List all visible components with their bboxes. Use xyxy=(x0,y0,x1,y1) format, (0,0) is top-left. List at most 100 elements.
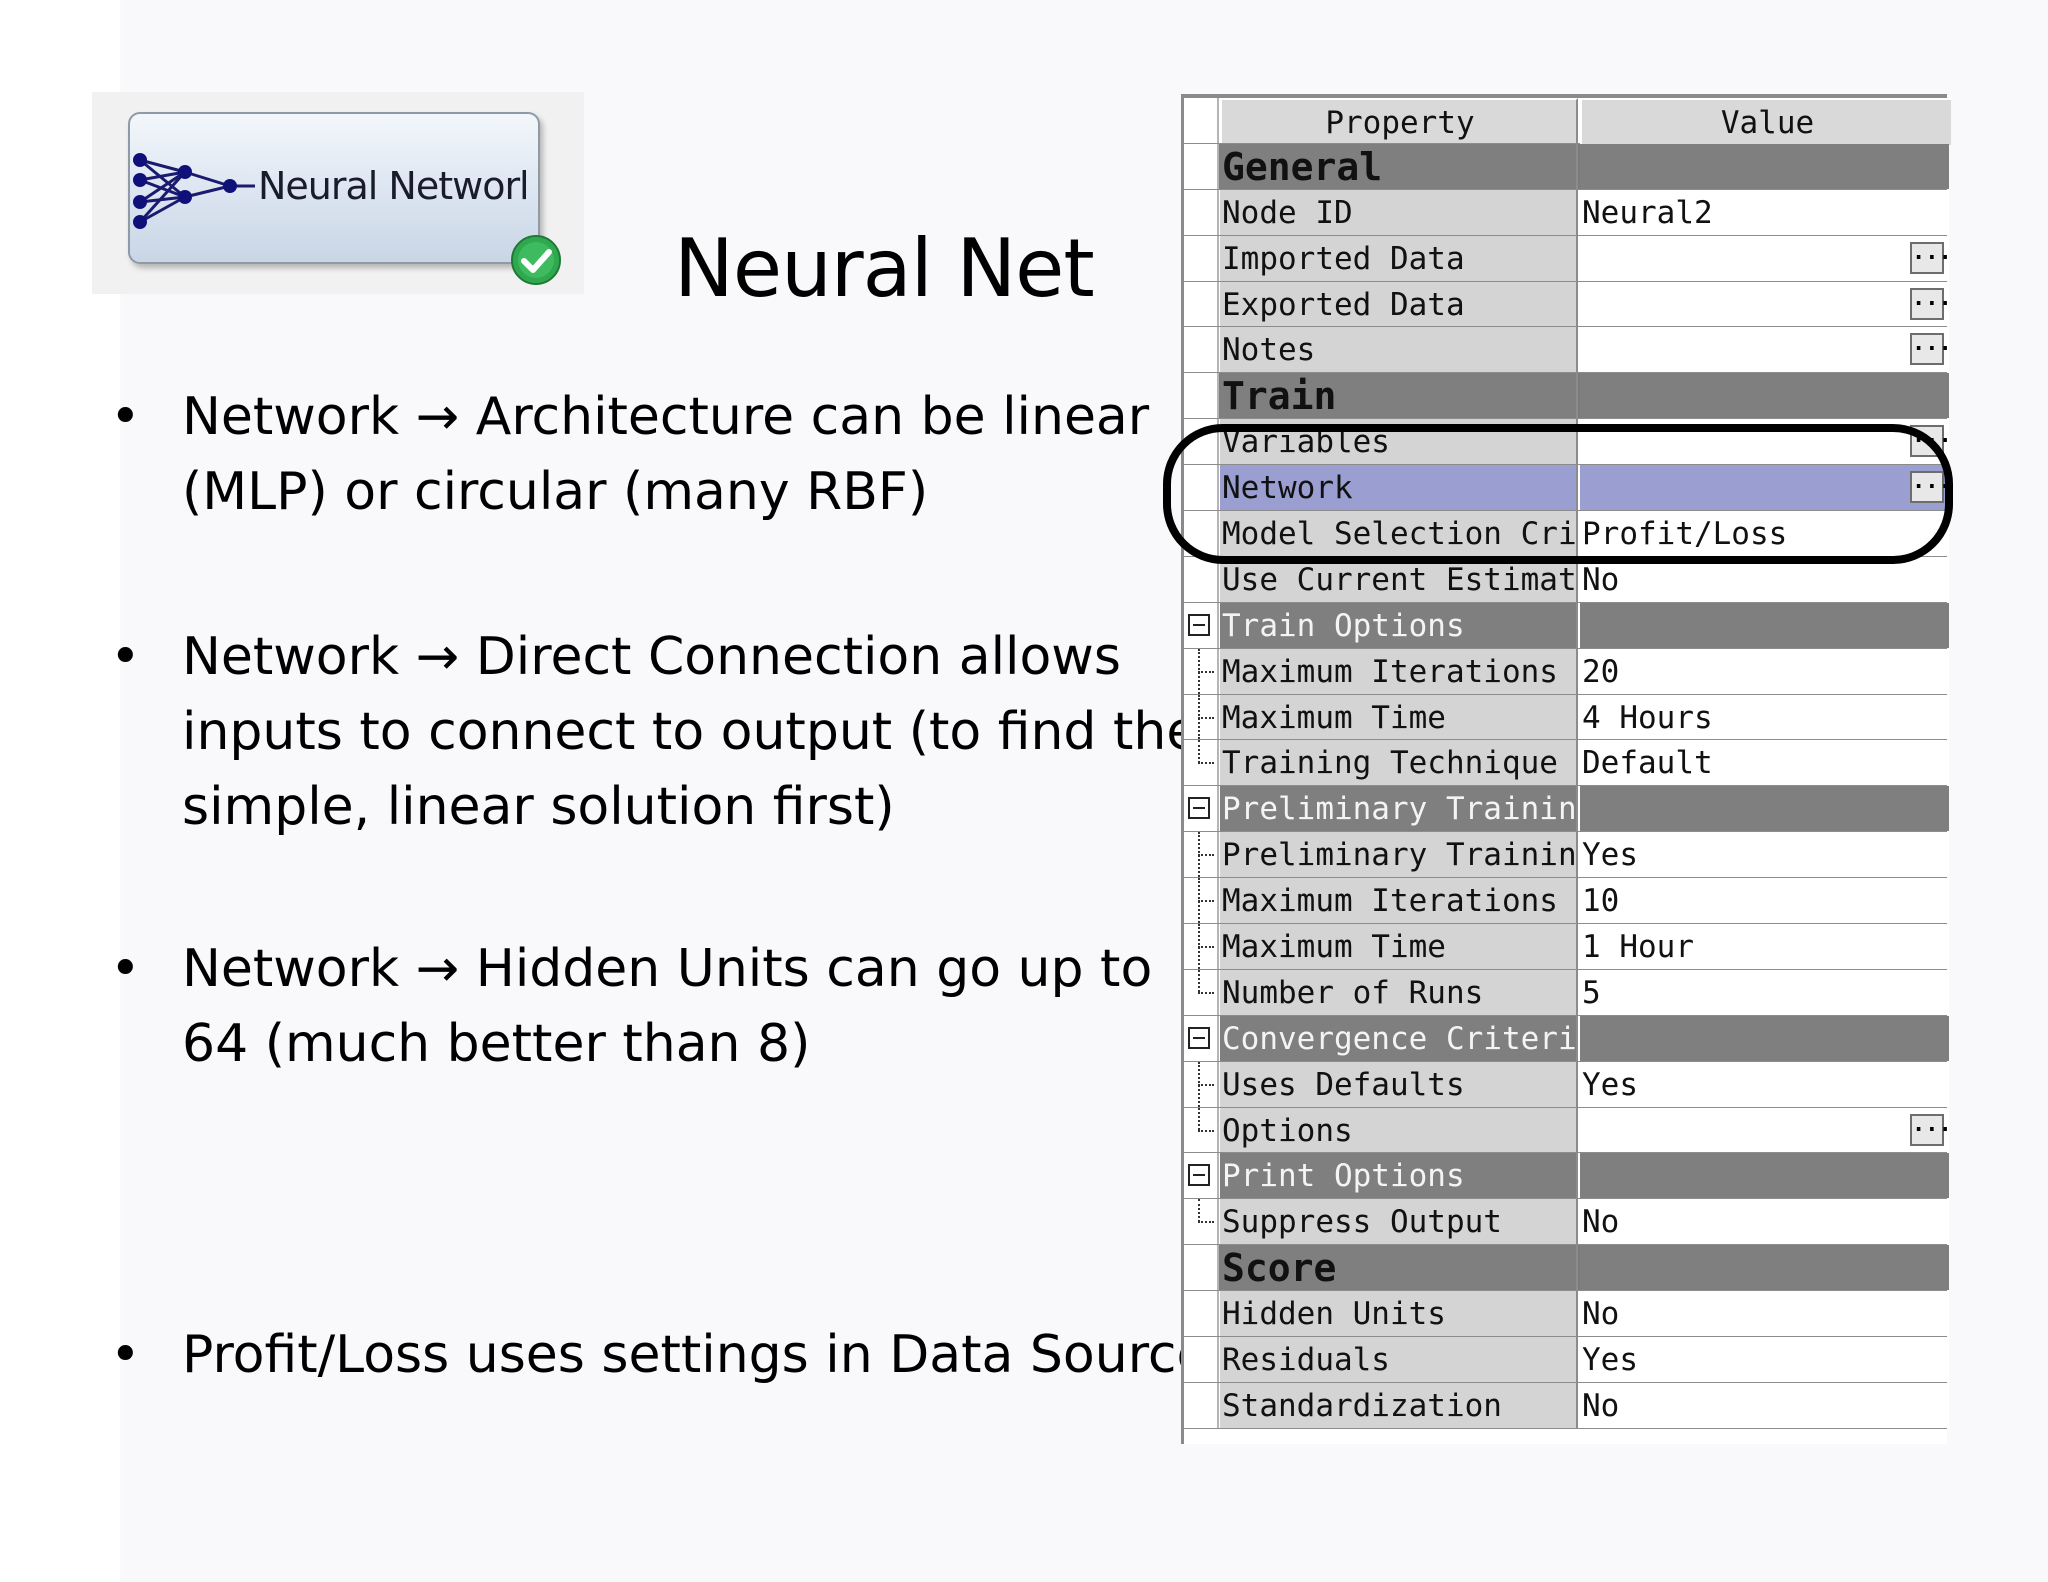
grid-gutter xyxy=(1184,1107,1219,1153)
property-row[interactable]: Model Selection CriteriProfit/Loss xyxy=(1184,511,1949,557)
property-value[interactable] xyxy=(1580,281,1949,327)
tree-line xyxy=(1198,1199,1212,1222)
property-value[interactable]: No xyxy=(1580,1382,1949,1428)
bullet-line: inputs to connect to output (to find the xyxy=(182,702,1199,762)
property-name: Convergence Criteria xyxy=(1220,1015,1578,1061)
property-name: Exported Data xyxy=(1220,281,1578,327)
property-value[interactable] xyxy=(1580,419,1949,465)
neural-network-icon xyxy=(133,153,255,229)
property-value[interactable]: 20 xyxy=(1580,648,1949,694)
property-value[interactable]: 5 xyxy=(1580,969,1949,1015)
collapse-icon[interactable] xyxy=(1188,1026,1210,1049)
property-value[interactable]: Yes xyxy=(1580,1337,1949,1382)
property-group-row[interactable]: Train Options xyxy=(1184,602,1949,649)
property-value[interactable]: Profit/Loss xyxy=(1580,511,1949,556)
property-grid-header: Property Value xyxy=(1184,98,1951,145)
bullet-line: Network → Hidden Units can go up to xyxy=(182,939,1153,999)
property-value xyxy=(1580,786,1949,832)
property-name: Maximum Iterations xyxy=(1220,648,1578,694)
property-name: Score xyxy=(1220,1245,1578,1291)
property-value[interactable]: Default xyxy=(1580,740,1949,786)
property-value[interactable] xyxy=(1580,235,1949,281)
property-value xyxy=(1580,143,1949,189)
property-value[interactable] xyxy=(1580,1107,1949,1153)
property-value[interactable] xyxy=(1580,327,1949,373)
property-value[interactable]: No xyxy=(1580,1199,1949,1245)
property-value[interactable]: 10 xyxy=(1580,878,1949,924)
property-name: Suppress Output xyxy=(1220,1199,1578,1245)
neural-network-node[interactable]: Neural Network xyxy=(128,112,540,264)
property-value xyxy=(1580,602,1949,648)
grid-gutter xyxy=(1184,1382,1219,1428)
property-name: Residuals xyxy=(1220,1337,1578,1382)
property-name: Imported Data xyxy=(1220,235,1578,281)
bullet-line: Network → Direct Connection allows xyxy=(182,627,1121,687)
property-name: Standardization xyxy=(1220,1382,1578,1428)
tree-line xyxy=(1198,969,1212,993)
property-row[interactable]: Notes... xyxy=(1184,327,1952,374)
property-group-row[interactable]: Preliminary Training Op xyxy=(1184,786,1949,833)
ellipsis-button[interactable]: ... xyxy=(1910,287,1952,320)
grid-gutter xyxy=(1184,1291,1219,1337)
property-row[interactable]: Network... xyxy=(1184,465,1952,512)
value-column-header[interactable]: Value xyxy=(1580,98,1951,145)
grid-gutter xyxy=(1184,694,1219,740)
property-value[interactable]: 1 Hour xyxy=(1580,924,1949,969)
ellipsis-button[interactable]: ... xyxy=(1910,333,1952,366)
property-section-row[interactable]: General xyxy=(1184,143,1949,190)
ellipsis-button[interactable]: ... xyxy=(1910,1113,1952,1146)
property-section-row[interactable]: Score xyxy=(1184,1245,1949,1292)
property-value[interactable]: 4 Hours xyxy=(1580,694,1949,740)
collapse-icon[interactable] xyxy=(1188,613,1210,636)
grid-gutter xyxy=(1184,1245,1219,1291)
bullet-dot: • xyxy=(110,627,141,687)
grid-gutter xyxy=(1184,465,1219,511)
property-value[interactable]: No xyxy=(1580,1291,1949,1337)
collapse-icon[interactable] xyxy=(1188,797,1210,820)
grid-gutter xyxy=(1184,1015,1219,1061)
property-name: Maximum Time xyxy=(1220,694,1578,740)
property-row[interactable]: Imported Data... xyxy=(1184,235,1952,282)
property-group-row[interactable]: Print Options xyxy=(1184,1153,1949,1200)
property-name: Model Selection Criteri xyxy=(1220,511,1578,556)
property-value[interactable] xyxy=(1580,465,1949,511)
property-row[interactable]: Variables... xyxy=(1184,419,1952,466)
property-row[interactable]: Options... xyxy=(1184,1107,1952,1154)
collapse-icon[interactable] xyxy=(1188,1164,1210,1187)
tree-branch xyxy=(1198,1129,1214,1132)
ellipsis-button[interactable]: ... xyxy=(1910,425,1952,458)
property-value[interactable]: Neural2 xyxy=(1580,189,1949,235)
bullet-dot: • xyxy=(110,1325,141,1385)
property-column-header[interactable]: Property xyxy=(1220,98,1578,143)
grid-gutter xyxy=(1184,648,1219,694)
property-name: Variables xyxy=(1220,419,1578,465)
property-value[interactable]: No xyxy=(1580,556,1949,602)
grid-gutter xyxy=(1184,373,1219,419)
ellipsis-button[interactable]: ... xyxy=(1910,241,1952,274)
property-section-row[interactable]: Train xyxy=(1184,373,1949,420)
bullet-text: Network → Direct Connection allows input… xyxy=(182,620,1199,845)
grid-gutter xyxy=(1184,98,1219,143)
ellipsis-button[interactable]: ... xyxy=(1910,471,1952,504)
tree-branch xyxy=(1198,991,1214,994)
property-value[interactable]: Yes xyxy=(1580,832,1949,878)
grid-gutter xyxy=(1184,740,1219,786)
property-row[interactable]: Exported Data... xyxy=(1184,281,1952,328)
property-value[interactable]: Yes xyxy=(1580,1061,1949,1107)
bullet-dot: • xyxy=(110,939,141,999)
property-group-row[interactable]: Convergence Criteria xyxy=(1184,1015,1949,1062)
